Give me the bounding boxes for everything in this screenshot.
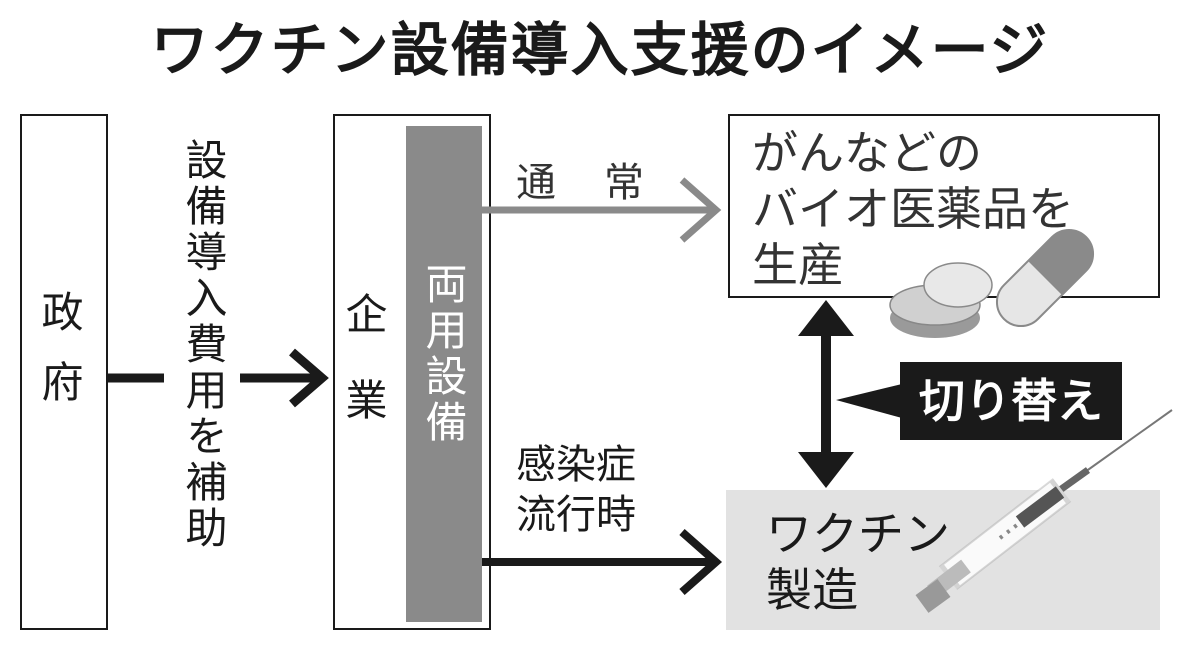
subsidy-arrow-head — [289, 348, 329, 408]
normal-route-label: 通常 — [516, 160, 692, 206]
company-label: 企業 — [339, 292, 388, 464]
government-label: 政府 — [35, 290, 84, 430]
bio-pharma-text: がんなどの バイオ医薬品を 生産 — [752, 125, 1074, 293]
dual-use-equipment-label: 両用設備 — [419, 262, 468, 446]
dual-use-equipment-bar — [406, 126, 482, 622]
vaccine-line2: 製造 — [766, 563, 858, 617]
switch-callout-pointer — [836, 384, 902, 418]
capsule-icon — [995, 228, 1095, 328]
bio-pharma-line3: 生産 — [752, 238, 844, 292]
bio-pharma-line2: バイオ医薬品を — [752, 182, 1074, 236]
switch-label-box: 切り替え — [900, 362, 1122, 440]
switch-label: 切り替え — [919, 374, 1103, 428]
subsidy-label: 設備導入費用を補助 — [179, 138, 228, 552]
switch-arrow-up-head — [798, 300, 854, 336]
bio-pharma-line1: がんなどの — [752, 126, 982, 180]
pill-tablets-icon — [889, 262, 993, 338]
switch-arrow-down-head — [798, 452, 854, 488]
vaccine-line1: ワクチン — [766, 507, 950, 561]
government-box — [20, 114, 108, 630]
normal-route-arrow-head — [679, 177, 722, 243]
diagram-title: ワクチン設備導入支援のイメージ — [150, 16, 1050, 84]
pandemic-route-label: 感染症 流行時 — [516, 440, 636, 540]
pandemic-route-arrow-head — [679, 529, 723, 595]
syringe-icon — [915, 409, 1173, 613]
vaccine-text: ワクチン 製造 — [766, 506, 950, 618]
vaccine-box — [726, 490, 1160, 630]
pandemic-label-line2: 流行時 — [516, 492, 636, 538]
pandemic-label-line1: 感染症 — [516, 442, 636, 488]
